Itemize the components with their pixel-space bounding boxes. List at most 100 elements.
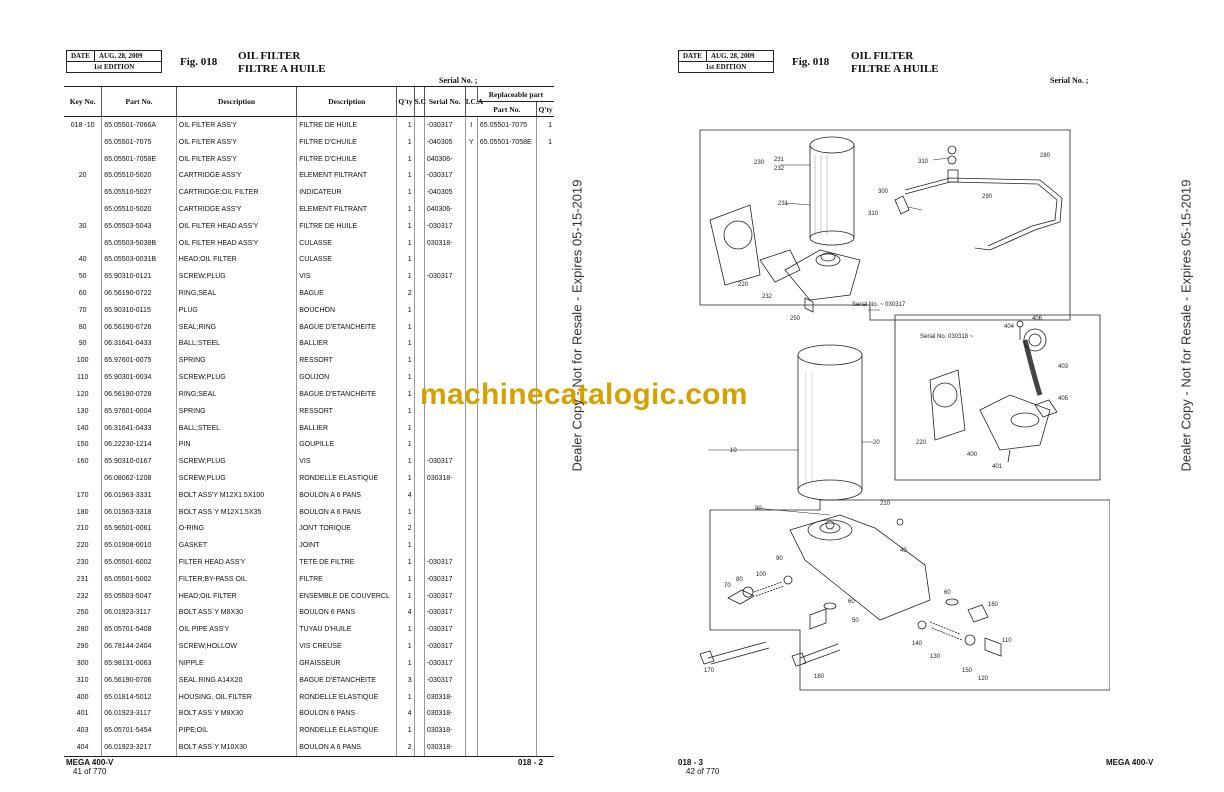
ring-seal-60 bbox=[823, 602, 837, 610]
cell-part: 65.98131-0063 bbox=[101, 655, 177, 672]
cell-serial: -030317 bbox=[423, 655, 466, 672]
cell-qty: 1 bbox=[396, 638, 415, 655]
bolt-404 bbox=[1016, 320, 1024, 328]
cell-qty: 4 bbox=[396, 604, 415, 622]
cell-rep-qty bbox=[536, 688, 554, 706]
bolt-180 bbox=[799, 643, 841, 665]
cell-part: 06.01963-3318 bbox=[101, 503, 177, 521]
cell-part: 65.96501-0061 bbox=[101, 520, 177, 538]
cell-ica bbox=[464, 739, 478, 757]
cell-fr: RONDELLE ELASTIQUE bbox=[296, 470, 397, 487]
cell-fr: ELEMENT FILTRANT bbox=[296, 201, 397, 218]
cell-sc bbox=[413, 587, 425, 605]
cell-rep-part bbox=[476, 621, 537, 639]
callout-300: 300 bbox=[878, 189, 889, 195]
cell-key: 40 bbox=[78, 256, 87, 264]
cell-part: 65.05701-5408 bbox=[101, 621, 177, 639]
cell-ica bbox=[464, 167, 478, 185]
cell-ica bbox=[464, 554, 478, 571]
cell-ica bbox=[464, 419, 478, 437]
cell-en: OIL FILTER ASS'Y bbox=[175, 116, 297, 134]
cell-key: 231 bbox=[76, 575, 89, 583]
callout-406: 406 bbox=[1032, 316, 1043, 322]
cell-qty: 2 bbox=[396, 285, 415, 302]
cell-en: HOUSING. OIL FILTER bbox=[175, 688, 297, 706]
cell-rep-part: 65.05501-7075 bbox=[476, 116, 537, 134]
cell-ica bbox=[464, 369, 478, 386]
cell-part: 06.01963-3331 bbox=[101, 486, 177, 504]
col-replaceable: Replaceable part bbox=[476, 86, 554, 102]
cell-rep-qty bbox=[536, 402, 554, 420]
cell-rep-qty bbox=[536, 537, 554, 555]
cell-rep-qty bbox=[536, 453, 554, 471]
cell-serial: -030317 bbox=[423, 621, 466, 639]
cell-serial: -030317 bbox=[423, 604, 466, 622]
cell-rep-part bbox=[476, 386, 537, 403]
cell-rep-part bbox=[476, 318, 537, 336]
cell-part: 65.05503-5047 bbox=[101, 587, 177, 605]
cell-rep-part bbox=[476, 301, 537, 319]
cell-fr: RONDELLE ELASTIQUE bbox=[296, 722, 397, 740]
cell-en: HEAD;OIL FILTER bbox=[175, 587, 297, 605]
title-french: FILTRE A HUILE bbox=[238, 63, 326, 75]
ball-90 bbox=[783, 575, 793, 585]
cell-en: SCREW;PLUG bbox=[175, 453, 297, 471]
cell-fr: BOULON 6 PANS bbox=[296, 604, 397, 622]
cell-ica bbox=[464, 503, 478, 521]
cell-ica bbox=[464, 201, 478, 218]
title-english: OIL FILTER bbox=[238, 50, 301, 62]
cell-serial bbox=[423, 520, 466, 538]
cell-fr: FILTRE DE HUILE bbox=[296, 116, 397, 134]
cell-fr: VIS bbox=[296, 453, 397, 471]
cell-qty: 1 bbox=[396, 419, 415, 437]
cell-qty: 3 bbox=[396, 671, 415, 689]
cell-ica bbox=[464, 470, 478, 487]
screw-plug-50 bbox=[809, 608, 827, 630]
cell-serial bbox=[423, 436, 466, 454]
cell-ica bbox=[464, 587, 478, 605]
cell-serial bbox=[423, 537, 466, 555]
callout-120: 120 bbox=[978, 676, 989, 682]
cell-key: 401 bbox=[76, 710, 89, 718]
cell-key: 30 bbox=[78, 222, 87, 230]
cell-sc bbox=[413, 436, 425, 454]
cell-key: 250 bbox=[76, 609, 89, 617]
cell-key bbox=[64, 134, 102, 151]
cell-serial: 040306- bbox=[423, 201, 466, 218]
cell-rep-qty bbox=[536, 604, 554, 622]
cell-en: OIL FILTER HEAD ASS'Y bbox=[175, 217, 297, 235]
cell-serial: -030317 bbox=[423, 116, 466, 134]
cell-ica bbox=[464, 486, 478, 504]
cell-part: 06.31641-0433 bbox=[101, 419, 177, 437]
cell-ica bbox=[464, 335, 478, 353]
cell-sc bbox=[413, 671, 425, 689]
cell-qty: 1 bbox=[396, 688, 415, 706]
callout-210: 210 bbox=[880, 501, 891, 507]
cell-sc bbox=[413, 352, 425, 370]
cell-sc bbox=[413, 133, 425, 151]
cell-ica bbox=[464, 621, 478, 639]
cell-rep-part bbox=[476, 638, 537, 655]
cell-sc bbox=[413, 537, 425, 555]
cell-rep-part bbox=[476, 150, 537, 168]
cell-serial: -030317 bbox=[423, 671, 466, 689]
cell-part: 65.05503-0031B bbox=[101, 251, 177, 269]
cell-en: PLUG bbox=[175, 301, 297, 319]
cell-serial: -040305 bbox=[423, 133, 466, 151]
cell-fr: ENSEMBLE DE COUVERCL bbox=[296, 587, 397, 605]
callout-232b: 232 bbox=[762, 294, 773, 300]
